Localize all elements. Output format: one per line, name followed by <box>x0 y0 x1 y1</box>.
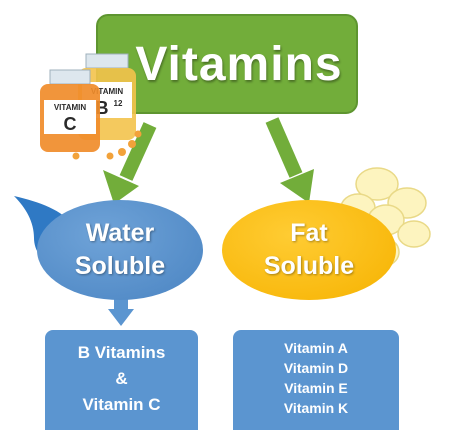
water-soluble-label-1: Water <box>85 219 155 247</box>
pills-icon <box>72 130 142 160</box>
fat-soluble-label-2: Soluble <box>263 252 355 280</box>
fat-item-3: Vitamin E <box>284 380 348 396</box>
bottle-c: VITAMIN C <box>40 69 100 152</box>
fat-soluble-label-1: Fat <box>290 219 328 247</box>
water-soluble-label-2: Soluble <box>74 252 166 280</box>
fat-soluble-box: Vitamin A Vitamin D Vitamin E Vitamin K <box>233 330 399 430</box>
water-item-2: & <box>115 369 128 388</box>
title-text: Vitamins <box>135 37 343 91</box>
fat-item-2: Vitamin D <box>283 360 349 376</box>
fat-soluble-oval: Fat Soluble <box>222 200 396 300</box>
arrow-to-water <box>103 122 157 204</box>
title-box: Vitamins <box>96 14 358 114</box>
bottle-b12-sub: 12 <box>114 99 123 108</box>
arrow-to-water-box <box>108 298 134 326</box>
water-item-1: B Vitamins <box>77 343 166 362</box>
fat-item-4: Vitamin K <box>283 400 349 416</box>
water-item-3: Vitamin C <box>82 395 161 414</box>
arrow-to-fat <box>265 117 314 203</box>
bottle-c-label-top: VITAMIN <box>54 103 87 112</box>
bottle-c-letter: C <box>64 114 77 134</box>
vitamin-bottles-icon: VITAMIN B 12 VITAMIN C <box>40 53 142 160</box>
bottle-b12-label-top: VITAMIN <box>91 87 124 96</box>
fat-item-1: Vitamin A <box>284 340 348 356</box>
water-soluble-oval: Water Soluble <box>37 200 203 300</box>
water-soluble-box: B Vitamins & Vitamin C <box>45 330 198 430</box>
